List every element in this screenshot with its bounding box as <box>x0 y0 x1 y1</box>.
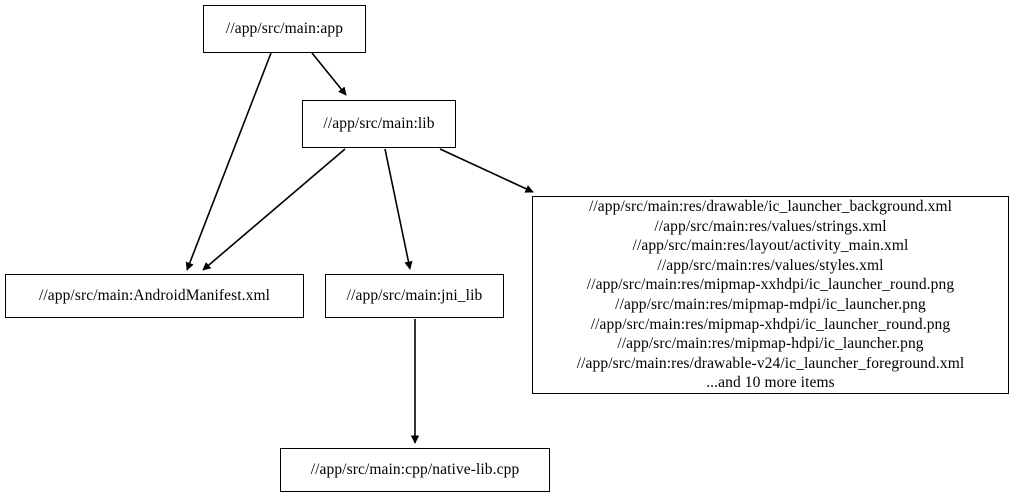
node-jni-lib-label: //app/src/main:jni_lib <box>346 287 483 305</box>
node-res-collection-label: //app/src/main:res/drawable/ic_launcher_… <box>576 198 965 392</box>
node-lib-label: //app/src/main:lib <box>323 115 435 133</box>
node-app[interactable]: //app/src/main:app <box>203 5 366 53</box>
node-jni-lib[interactable]: //app/src/main:jni_lib <box>325 274 504 318</box>
node-native-lib-cpp[interactable]: //app/src/main:cpp/native-lib.cpp <box>280 448 550 492</box>
edge-lib-to-jni-lib <box>384 148 413 270</box>
edge-app-to-lib <box>311 52 347 96</box>
node-android-manifest-label: //app/src/main:AndroidManifest.xml <box>38 287 271 305</box>
edge-lib-to-manifest <box>202 148 346 271</box>
node-native-lib-cpp-label: //app/src/main:cpp/native-lib.cpp <box>310 461 520 479</box>
edge-app-to-manifest <box>185 52 272 271</box>
node-lib[interactable]: //app/src/main:lib <box>302 100 456 148</box>
node-app-label: //app/src/main:app <box>225 20 344 38</box>
edge-lib-to-res <box>439 148 534 193</box>
node-android-manifest[interactable]: //app/src/main:AndroidManifest.xml <box>5 274 304 318</box>
node-res-collection[interactable]: //app/src/main:res/drawable/ic_launcher_… <box>532 196 1009 394</box>
